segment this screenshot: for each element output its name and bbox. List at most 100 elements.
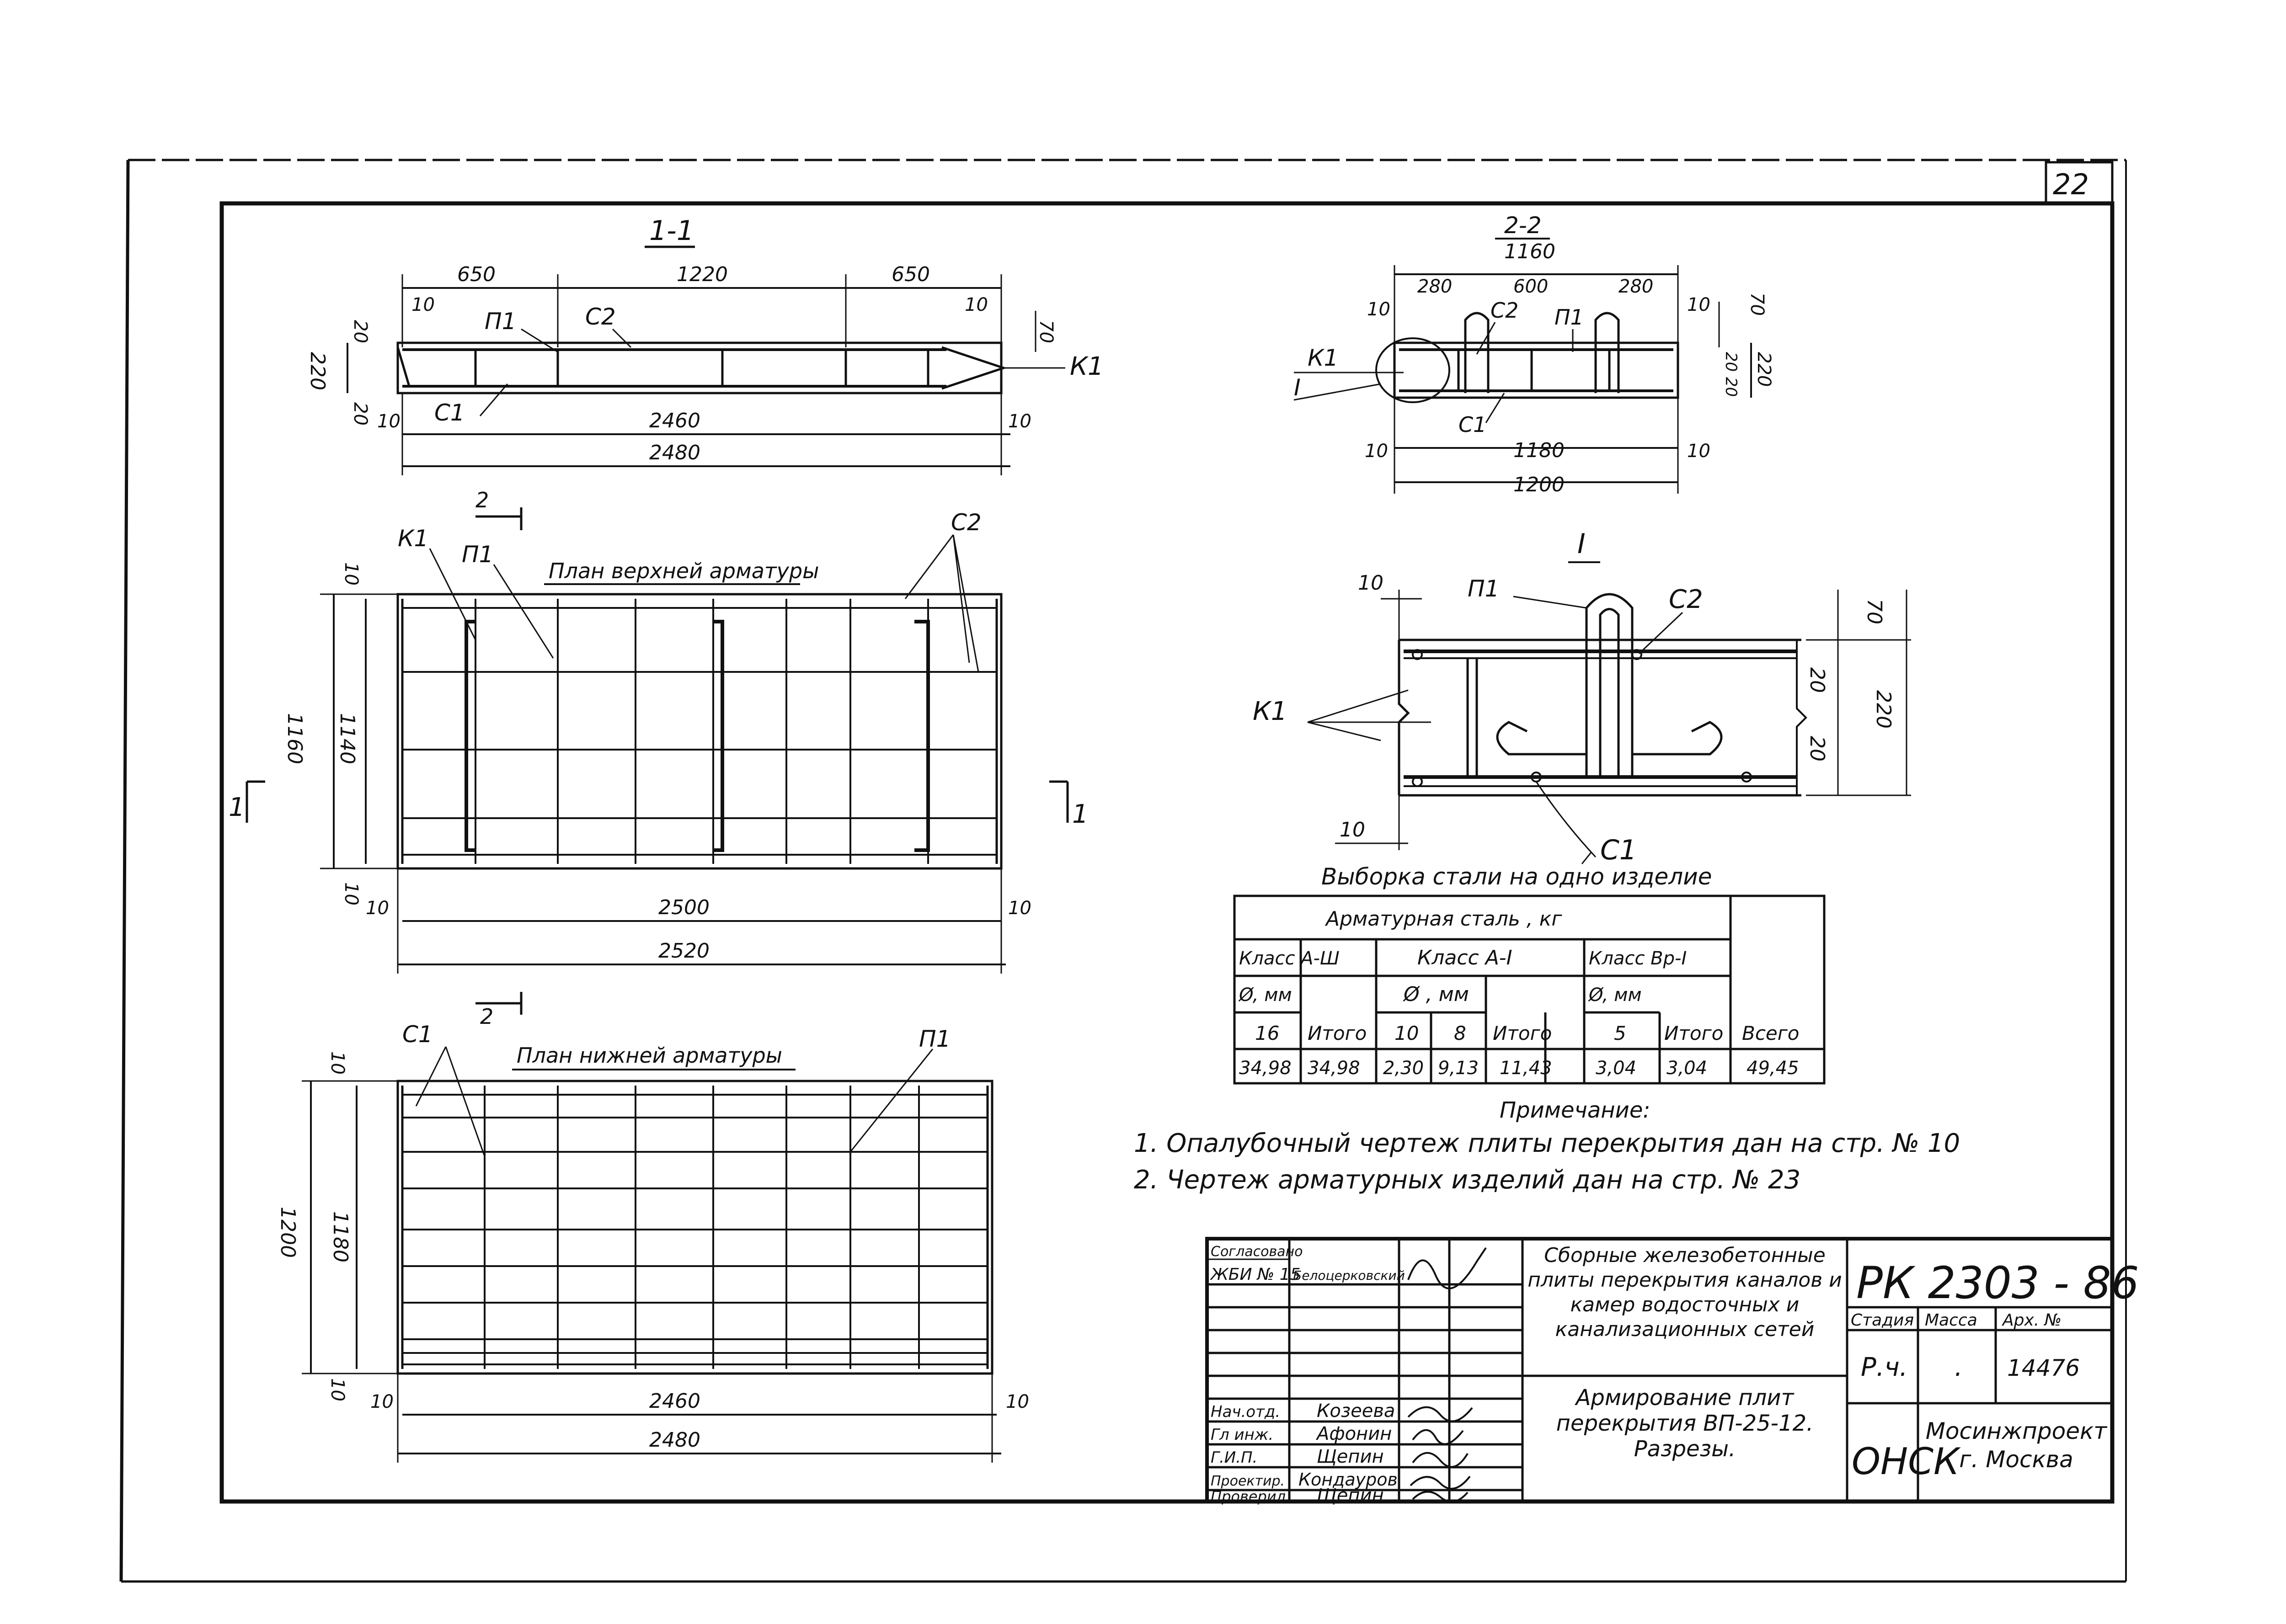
name-2: Щепин [1317, 1446, 1384, 1467]
cell-itogo-a3: Итого [1308, 1022, 1367, 1044]
top-plan: План верхней арматуры [229, 488, 1089, 1029]
cell-d16: 16 [1255, 1022, 1279, 1044]
dim-10-bottom: 10 [327, 1378, 348, 1401]
label-p1: П1 [1554, 305, 1584, 330]
dim-10-right: 10 [1687, 294, 1710, 315]
cut-1-left: 1 [229, 793, 245, 822]
dim-1200: 1200 [276, 1207, 299, 1258]
role-0: Нач.отд. [1211, 1403, 1280, 1421]
val-5: 3,04 [1596, 1058, 1636, 1079]
dim-1220: 1220 [677, 263, 728, 286]
cell-itogo-a1: Итого [1493, 1022, 1552, 1044]
cell-itogo-bp1: Итого [1664, 1022, 1723, 1044]
label-p1: П1 [462, 541, 493, 568]
cell-d8: 8 [1454, 1022, 1466, 1044]
dim-1140: 1140 [336, 713, 359, 764]
label-c1: С1 [1600, 834, 1637, 866]
header-dia-a1: Ø , мм [1403, 983, 1469, 1006]
organization: Мосинжпроект г. Москва [1925, 1418, 2107, 1473]
dim-10-bl: 10 [377, 411, 401, 432]
agreed-org: ЖБИ № 15 [1210, 1265, 1301, 1284]
stage-header: Стадия [1851, 1311, 1914, 1330]
agreed-label: Согласовано [1211, 1244, 1303, 1260]
page-number: 22 [2053, 168, 2089, 201]
dim-10-left: 10 [370, 1391, 394, 1412]
val-2: 2,30 [1383, 1058, 1424, 1079]
dim-2460: 2460 [649, 1390, 700, 1413]
val-4: 11,43 [1500, 1058, 1552, 1079]
section-1-1: 1-1 650 1220 [306, 215, 1104, 475]
label-c2: С2 [951, 509, 982, 536]
dim-10-top: 10 [1358, 571, 1383, 595]
role-4: Проверил [1211, 1488, 1286, 1505]
header-class-bp1: Класс Вр-I [1589, 948, 1687, 969]
role-1: Гл инж. [1211, 1426, 1273, 1444]
dim-10-bl: 10 [1365, 441, 1388, 462]
dim-220: 220 [306, 352, 329, 390]
dim-10-bottom: 10 [341, 882, 362, 905]
val-1: 34,98 [1308, 1058, 1360, 1079]
section-2-2-overall: 1160 [1504, 240, 1555, 263]
dim-1160: 1160 [283, 713, 306, 764]
detail-I: I [1253, 528, 1911, 866]
header-main: Арматурная сталь , кг [1325, 907, 1562, 931]
dim-650-left: 650 [457, 263, 496, 286]
dim-280-left: 280 [1417, 276, 1452, 297]
val-7: 49,45 [1747, 1058, 1799, 1079]
header-dia-bp1: Ø, мм [1588, 985, 1642, 1006]
dim-2460: 2460 [649, 409, 700, 432]
signatures [1407, 1247, 1487, 1503]
notes-title: Примечание: [1500, 1097, 1650, 1123]
dim-2480: 2480 [649, 441, 700, 464]
sheet-frame [119, 159, 2127, 1583]
label-k1: К1 [1070, 351, 1104, 381]
dim-70: 70 [1036, 320, 1057, 343]
label-node-I: I [1294, 374, 1301, 401]
header-class-a1: Класс А-I [1417, 946, 1512, 969]
label-c1: С1 [434, 399, 465, 426]
dim-2480: 2480 [649, 1428, 700, 1452]
dim-10-right: 10 [1008, 898, 1031, 919]
bottom-plan-title: План нижней арматуры [517, 1043, 782, 1068]
name-3: Кондауров [1298, 1470, 1398, 1490]
arch-value: 14476 [2007, 1355, 2080, 1381]
section-2-2: 2-2 1160 280 600 280 10 10 70 [1293, 212, 1774, 496]
dim-20-a: 20 [1805, 667, 1829, 693]
dim-20-b: 20 [1722, 377, 1740, 397]
dim-1180: 1180 [329, 1211, 352, 1262]
dim-600: 600 [1513, 276, 1548, 297]
arch-header: Арх. № [2002, 1311, 2062, 1330]
label-c2: С2 [585, 304, 616, 330]
label-c2: С2 [1669, 585, 1703, 614]
dim-650-right: 650 [892, 263, 930, 286]
label-p1: П1 [1468, 575, 1499, 602]
dim-2520: 2520 [658, 939, 710, 963]
dim-1180: 1180 [1513, 439, 1565, 462]
section-1-1-title: 1-1 [649, 215, 694, 247]
dim-10-left: 10 [366, 898, 389, 919]
cell-d5: 5 [1614, 1022, 1626, 1044]
cut-2-bottom: 2 [480, 1004, 493, 1029]
dim-10-top: 10 [341, 562, 362, 586]
title-block: Согласовано ЖБИ № 15 Белоцерковский Нач.… [1205, 1237, 2139, 1506]
label-p1: П1 [485, 308, 516, 335]
doc-code: РК 2303 - 86 [1856, 1257, 2139, 1309]
agreed-name: Белоцерковский [1293, 1268, 1405, 1283]
name-4: Щепин [1317, 1485, 1384, 1506]
name-1: Афонин [1315, 1423, 1392, 1444]
mass-value: . [1955, 1352, 1963, 1382]
dim-1200: 1200 [1513, 473, 1565, 496]
note-1: 1. Опалубочный чертеж плиты перекрытия д… [1134, 1129, 1960, 1158]
dim-2500: 2500 [658, 896, 710, 919]
role-3: Проектир. [1211, 1473, 1285, 1489]
note-2: 2. Чертеж арматурных изделий дан на стр.… [1134, 1165, 1800, 1195]
section-2-2-title: 2-2 [1504, 212, 1542, 239]
dim-20-top: 20 [350, 320, 371, 343]
label-p1: П1 [919, 1026, 951, 1052]
stage-value: Р.ч. [1861, 1352, 1907, 1382]
cut-2-top: 2 [475, 488, 489, 512]
dim-10-bottom: 10 [1340, 818, 1365, 841]
detail-I-title: I [1577, 528, 1586, 560]
label-c2: С2 [1490, 298, 1518, 323]
